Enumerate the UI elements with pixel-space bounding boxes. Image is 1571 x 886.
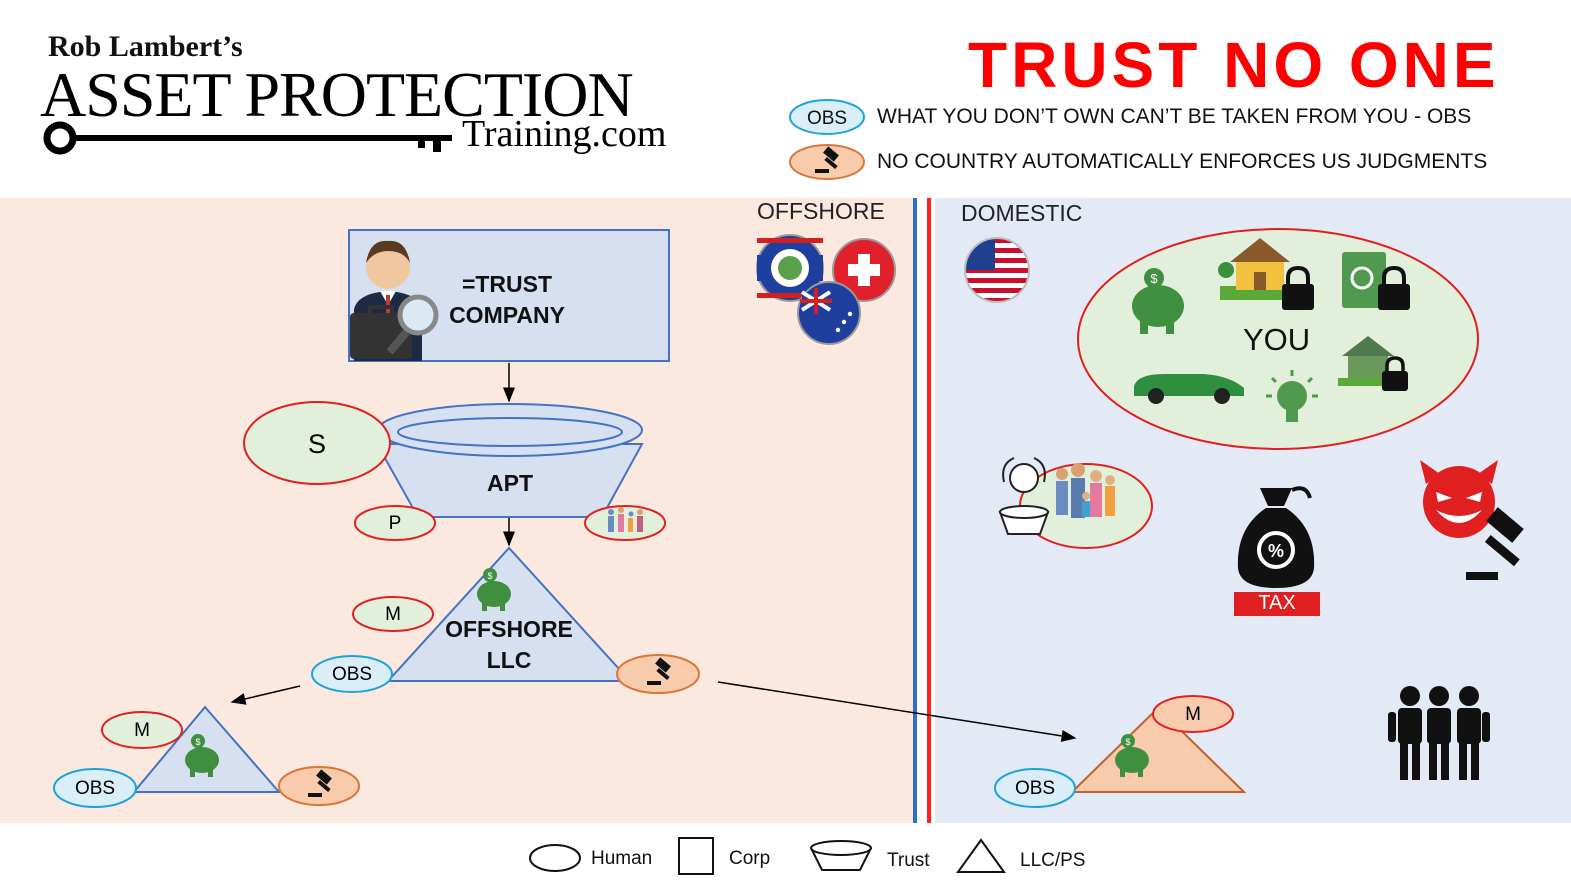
- beneficiaries-ellipse: [585, 506, 665, 540]
- legend-trust-label: Trust: [887, 850, 930, 872]
- legend-human-label: Human: [591, 848, 652, 870]
- people-group-icon: [1388, 686, 1490, 780]
- svg-text:$: $: [1150, 271, 1158, 286]
- legend-corp-label: Corp: [729, 848, 770, 870]
- legend-human-shape: [530, 845, 580, 871]
- legend-trust-shape: [811, 841, 871, 870]
- apt-trust-shape: [377, 404, 642, 517]
- llc-obs-label: OBS: [322, 664, 382, 686]
- svg-text:%: %: [1268, 541, 1284, 561]
- arrow-llc-to-sub-llc: [232, 686, 300, 702]
- settlor-label: S: [297, 429, 337, 460]
- domestic-obs-label: OBS: [1005, 778, 1065, 800]
- tax-label: TAX: [1234, 592, 1320, 615]
- svg-text:$: $: [487, 571, 492, 581]
- legend-corp-shape: [679, 838, 713, 874]
- devil-icon: [1420, 460, 1498, 538]
- you-label: YOU: [1243, 322, 1310, 358]
- legend-llc-shape: [958, 840, 1004, 872]
- sub-member-label: M: [127, 720, 157, 742]
- protector-label: P: [380, 513, 410, 535]
- svg-text:$: $: [1125, 737, 1130, 747]
- llc-member-label: M: [378, 604, 408, 626]
- arrow-llc-to-domestic-llc: [718, 682, 1075, 738]
- sub-obs-label: OBS: [65, 778, 125, 800]
- domestic-member-label: M: [1178, 704, 1208, 726]
- offshore-llc-label: OFFSHORE LLC: [432, 614, 586, 676]
- svg-text:$: $: [195, 737, 200, 747]
- apt-label: APT: [470, 468, 550, 499]
- legend-llc-label: LLC/PS: [1020, 850, 1085, 872]
